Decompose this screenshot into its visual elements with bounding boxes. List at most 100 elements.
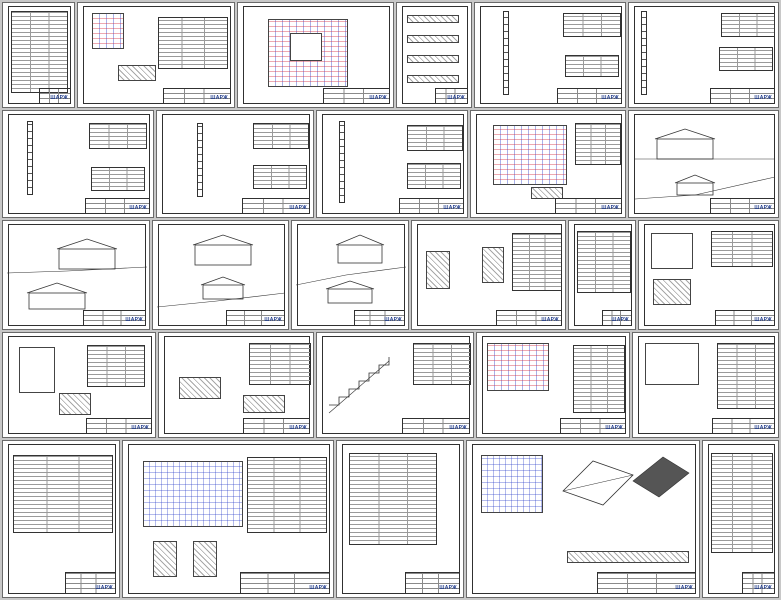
sheet-logo: ШАРЖ (449, 425, 467, 431)
specification-table (717, 343, 775, 409)
drawing-sheet-16[interactable]: ШАРЖ (568, 220, 636, 330)
specification-table (573, 345, 625, 413)
drawing-sheet-17[interactable]: ШАРЖ (638, 220, 779, 330)
detail-table (512, 233, 562, 291)
drawing-sheet-5[interactable]: ШАРЖ (474, 2, 626, 108)
sheet-logo: ШАРЖ (131, 425, 149, 431)
drawing-sheet-1[interactable]: ШАРЖ (2, 2, 75, 108)
drawing-sheet-23[interactable]: ШАРЖ (2, 440, 120, 598)
building-section (635, 128, 775, 200)
title-block (239, 571, 329, 593)
title-block (399, 198, 463, 213)
title-block (82, 309, 145, 325)
drawing-sheet-12[interactable]: ШАРЖ (2, 220, 150, 330)
drawing-sheet-25[interactable]: ШАРЖ (336, 440, 464, 598)
column-elevation (197, 123, 203, 197)
detail-2 (407, 35, 459, 43)
sheet-index-table (11, 11, 68, 93)
drawing-sheet-9[interactable]: ШАРЖ (316, 110, 468, 218)
drawing-sheet-20[interactable]: ШАРЖ (316, 332, 474, 438)
specification-table (413, 343, 471, 385)
specification-table (253, 123, 309, 149)
sheet-logo: ШАРЖ (95, 585, 113, 591)
materials-table (91, 167, 145, 191)
title-block (322, 88, 389, 103)
sheet-logo: ШАРЖ (289, 425, 307, 431)
title-block (557, 88, 621, 103)
drawing-sheet-24[interactable]: ШАРЖ (122, 440, 334, 598)
column-elevation (641, 11, 647, 95)
title-block (712, 418, 774, 433)
drawing-sheet-26[interactable]: ШАРЖ (466, 440, 700, 598)
sheet-logo: ШАРЖ (384, 317, 402, 323)
roof-axonometric (562, 456, 690, 506)
title-block (226, 309, 284, 325)
site-legend-table (158, 17, 228, 69)
sheet-logo: ШАРЖ (309, 585, 327, 591)
materials-table (407, 163, 461, 189)
drawing-sheet-18[interactable]: ШАРЖ (2, 332, 156, 438)
sheet-logo: ШАРЖ (754, 205, 772, 211)
sheet-logo: ШАРЖ (125, 317, 143, 323)
reinforcement-detail (243, 395, 285, 413)
drawing-sheet-8[interactable]: ШАРЖ (156, 110, 314, 218)
title-block (242, 198, 309, 213)
title-block (65, 571, 115, 593)
rafter-plan (481, 455, 543, 513)
site-detail (118, 65, 156, 81)
sheet-logo: ШАРЖ (601, 205, 619, 211)
foundation-detail (426, 251, 450, 289)
frame-plan (19, 347, 55, 393)
title-block (710, 88, 774, 103)
detail-4 (407, 75, 459, 83)
drawing-sheet-19[interactable]: ШАРЖ (158, 332, 314, 438)
drawing-sheet-6[interactable]: ШАРЖ (628, 2, 779, 108)
stair-section (328, 357, 390, 414)
sheet-logo: ШАРЖ (754, 585, 772, 591)
specification-table (407, 125, 463, 151)
drawing-sheet-27[interactable]: ШАРЖ (702, 440, 779, 598)
building-elevation (157, 234, 285, 308)
sheet-logo: ШАРЖ (601, 95, 619, 101)
sheet-logo: ШАРЖ (754, 317, 772, 323)
sheet-logo: ШАРЖ (541, 317, 559, 323)
drawing-sheet-2[interactable]: ШАРЖ (77, 2, 235, 108)
rafter-section (567, 551, 689, 563)
sheet-logo: ШАРЖ (289, 205, 307, 211)
drawing-sheet-7[interactable]: ШАРЖ (2, 110, 154, 218)
title-block (86, 418, 151, 433)
drawing-sheet-13[interactable]: ШАРЖ (152, 220, 289, 330)
specification-table (89, 123, 147, 149)
foundation-plan (143, 461, 243, 527)
title-block (596, 571, 695, 593)
specification-table (711, 453, 773, 553)
specification-table (13, 455, 113, 533)
specification-table (247, 457, 327, 533)
column-elevation (339, 121, 345, 203)
sheet-logo: ШАРЖ (754, 425, 772, 431)
drawing-sheet-3[interactable]: ШАРЖ (237, 2, 394, 108)
drawing-sheet-22[interactable]: ШАРЖ (632, 332, 779, 438)
drawing-sheet-11[interactable]: ШАРЖ (628, 110, 779, 218)
drawing-sheet-10[interactable]: ШАРЖ (470, 110, 626, 218)
plan-detail (531, 187, 563, 199)
floor-plan (493, 125, 567, 185)
drawing-sheet-21[interactable]: ШАРЖ (476, 332, 630, 438)
materials-table (253, 165, 307, 189)
materials-table (565, 55, 619, 77)
drawing-sheet-15[interactable]: ШАРЖ (411, 220, 566, 330)
specification-table (249, 343, 311, 385)
title-block (354, 309, 404, 325)
drawing-sheet-14[interactable]: ШАРЖ (291, 220, 409, 330)
specification-table (563, 13, 621, 37)
sheet-logo: ШАРЖ (611, 317, 629, 323)
title-block (85, 198, 149, 213)
title-block (39, 88, 70, 103)
drawing-sheet-4[interactable]: ШАРЖ (396, 2, 472, 108)
floor-plan-core (290, 33, 322, 61)
title-block (495, 309, 561, 325)
specification-table (711, 231, 773, 267)
sheet-logo: ШАРЖ (605, 425, 623, 431)
site-plan (92, 13, 124, 49)
sheet-logo: ШАРЖ (264, 317, 282, 323)
